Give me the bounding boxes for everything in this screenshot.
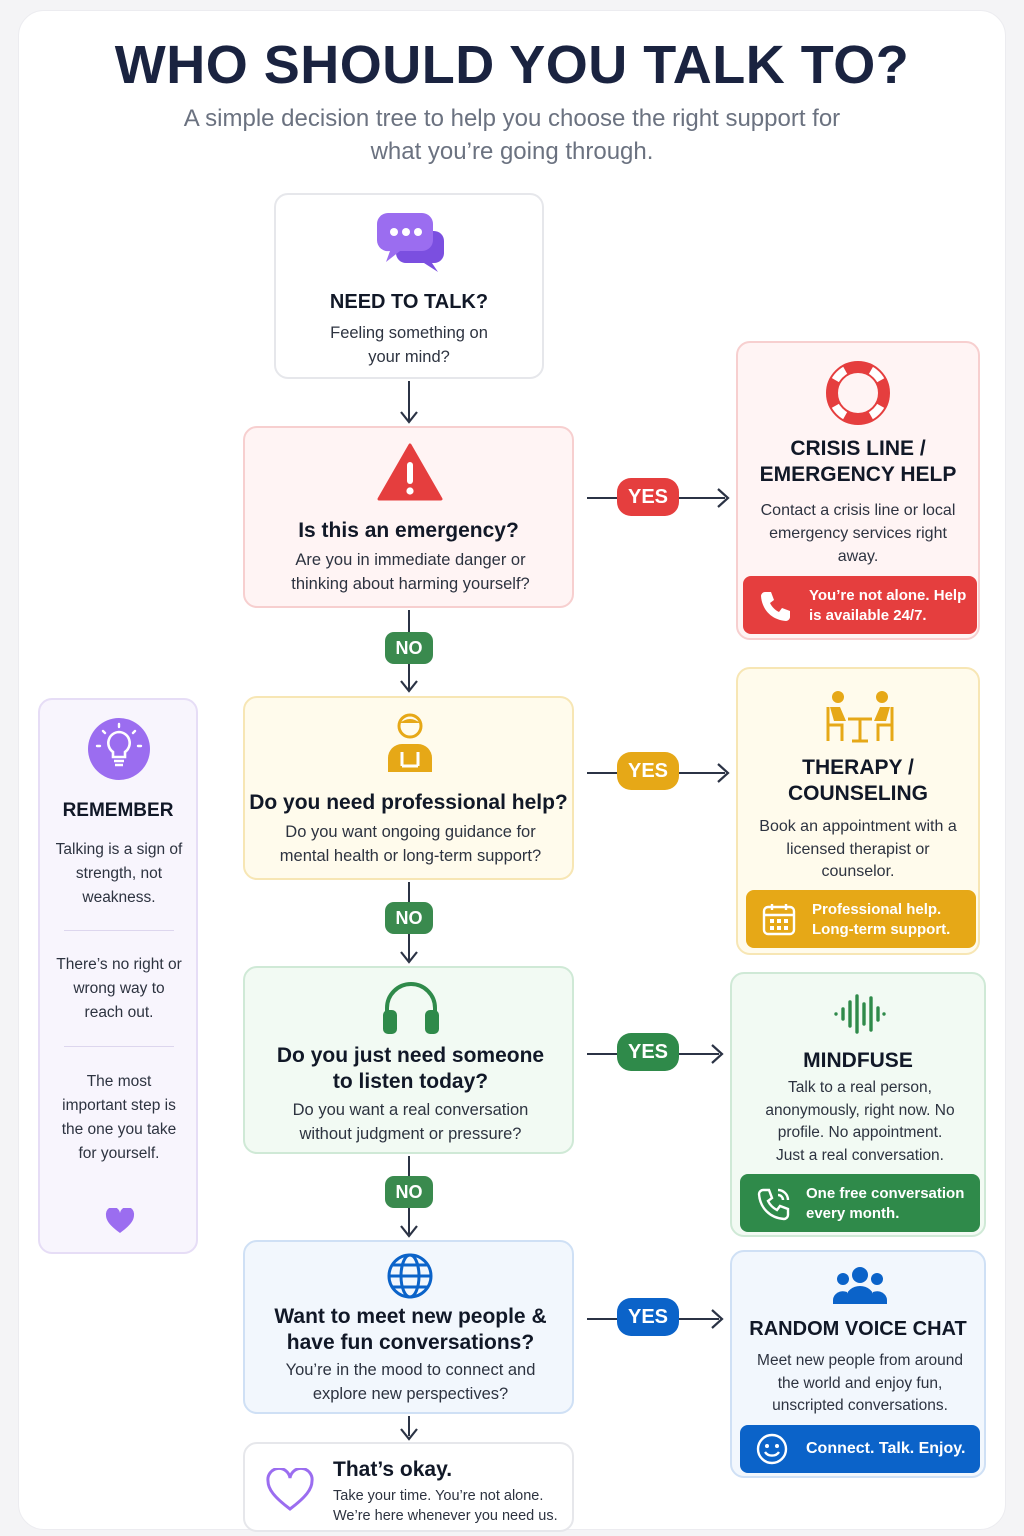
ending-text: Take your time. You’re not alone. We’re …	[333, 1488, 558, 1524]
callout-text: Professional help. Long-term support.	[812, 901, 951, 938]
connector-q2-no	[408, 882, 410, 902]
result-mindfuse: MINDFUSE Talk to a real person, anonymou…	[730, 972, 986, 1237]
callout-banner: One free conversation every month.	[740, 1174, 980, 1232]
connector-no-q4	[408, 1208, 410, 1234]
question-title: Do you just need someone to listen today…	[276, 1044, 545, 1093]
connector-q1-yes	[587, 497, 617, 499]
no-badge: NO	[385, 632, 433, 664]
connector-yes-r2	[679, 772, 725, 774]
remember-point: There’s no right or wrong way to reach o…	[56, 956, 182, 1021]
result-title: THERAPY / COUNSELING	[787, 756, 928, 805]
smiley-icon	[756, 1433, 788, 1465]
result-text: Meet new people from around the world an…	[757, 1352, 963, 1414]
connector-yes-r1	[679, 497, 725, 499]
connector-q2-yes	[587, 772, 617, 774]
phone-call-icon	[757, 1188, 790, 1221]
heart-outline-icon	[266, 1468, 314, 1511]
callout-text: One free conversation every month.	[806, 1185, 965, 1222]
remember-panel: REMEMBER Talking is a sign of strength, …	[38, 698, 198, 1254]
lightbulb-icon	[88, 718, 150, 780]
lifebuoy-icon	[826, 361, 890, 425]
yes-badge: YES	[617, 1033, 679, 1071]
calendar-icon	[762, 904, 796, 936]
warning-icon	[377, 443, 443, 501]
arrow-down-icon	[400, 1225, 418, 1238]
chat-bubbles-icon	[376, 213, 444, 272]
headphones-icon	[383, 982, 439, 1034]
result-random-voice-chat: RANDOM VOICE CHAT Meet new people from a…	[730, 1250, 986, 1478]
arrow-right-icon	[711, 1309, 724, 1329]
globe-icon	[387, 1253, 433, 1299]
question-emergency: Is this an emergency? Are you in immedia…	[243, 426, 574, 608]
phone-icon	[761, 592, 790, 621]
result-text: Contact a crisis line or local emergency…	[760, 502, 956, 565]
connector-q4-end	[408, 1416, 410, 1436]
question-text: Do you want ongoing guidance for mental …	[279, 823, 542, 865]
no-badge: NO	[385, 1176, 433, 1208]
remember-point: The most important step is the one you t…	[61, 1073, 177, 1162]
remember-title: REMEMBER	[62, 800, 174, 821]
yes-badge: YES	[617, 478, 679, 516]
therapy-session-icon	[826, 691, 894, 743]
result-text: Book an appointment with a licensed ther…	[759, 818, 957, 880]
connector-q4-yes	[587, 1318, 617, 1320]
arrow-down-icon	[400, 411, 418, 424]
result-crisis-line: CRISIS LINE / EMERGENCY HELP Contact a c…	[736, 341, 980, 640]
arrow-down-icon	[400, 951, 418, 964]
connector-q3-yes	[587, 1053, 617, 1055]
question-text: Are you in immediate danger or thinking …	[291, 551, 530, 593]
connector-start-q1	[408, 381, 410, 421]
connector-no-q2	[408, 664, 410, 690]
question-title: Is this an emergency?	[298, 519, 519, 542]
result-text: Talk to a real person, anonymously, righ…	[765, 1079, 955, 1164]
question-professional: Do you need professional help? Do you wa…	[243, 696, 574, 880]
divider	[64, 930, 174, 931]
callout-text: You’re not alone. Help is available 24/7…	[809, 587, 967, 624]
arrow-down-icon	[400, 680, 418, 693]
divider	[64, 1046, 174, 1047]
professional-icon	[388, 713, 432, 772]
arrow-right-icon	[717, 488, 730, 508]
ending-title: That’s okay.	[333, 1458, 453, 1481]
start-box: NEED TO TALK? Feeling something on your …	[274, 193, 544, 379]
no-badge: NO	[385, 902, 433, 934]
callout-banner: Connect. Talk. Enjoy.	[740, 1425, 980, 1473]
connector-q1-no	[408, 610, 410, 632]
callout-banner: Professional help. Long-term support.	[746, 890, 976, 948]
question-title: Want to meet new people & have fun conve…	[274, 1305, 547, 1354]
arrow-right-icon	[717, 763, 730, 783]
heart-icon	[105, 1208, 135, 1233]
start-text: Feeling something on your mind?	[330, 324, 488, 366]
question-meet-people: Want to meet new people & have fun conve…	[243, 1240, 574, 1414]
ending-box: That’s okay. Take your time. You’re not …	[243, 1442, 574, 1532]
question-title: Do you need professional help?	[249, 791, 568, 814]
page-subtitle: A simple decision tree to help you choos…	[183, 105, 841, 165]
result-therapy: THERAPY / COUNSELING Book an appointment…	[736, 667, 980, 955]
question-listen: Do you just need someone to listen today…	[243, 966, 574, 1154]
arrow-down-icon	[400, 1428, 418, 1441]
page-title: WHO SHOULD YOU TALK TO?	[114, 35, 910, 95]
result-title: MINDFUSE	[803, 1049, 913, 1072]
yes-badge: YES	[617, 752, 679, 790]
sound-wave-icon	[834, 994, 886, 1034]
yes-badge: YES	[617, 1298, 679, 1336]
connector-no-q3	[408, 934, 410, 960]
result-title: RANDOM VOICE CHAT	[749, 1318, 967, 1340]
callout-banner: You’re not alone. Help is available 24/7…	[743, 576, 977, 634]
people-group-icon	[833, 1267, 887, 1304]
result-title: CRISIS LINE / EMERGENCY HELP	[759, 437, 957, 486]
connector-q3-no	[408, 1156, 410, 1176]
start-title: NEED TO TALK?	[329, 291, 489, 313]
connector-yes-r3	[679, 1053, 719, 1055]
connector-yes-r4	[679, 1318, 719, 1320]
remember-point: Talking is a sign of strength, not weakn…	[55, 841, 183, 906]
arrow-right-icon	[711, 1044, 724, 1064]
question-text: You’re in the mood to connect and explor…	[285, 1361, 536, 1403]
question-text: Do you want a real conversation without …	[292, 1101, 529, 1143]
callout-text: Connect. Talk. Enjoy.	[806, 1440, 966, 1457]
